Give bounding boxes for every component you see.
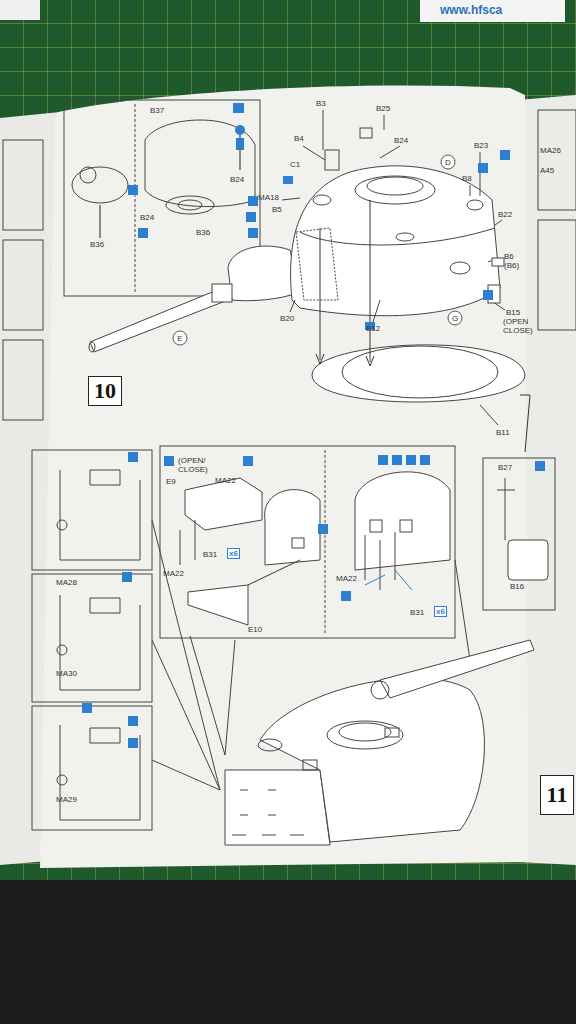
part-number: E9 [166, 477, 176, 486]
part-number: B25 [376, 104, 390, 113]
callout-letter: E [177, 334, 182, 343]
part-number: B24 [140, 213, 154, 222]
part-number: B31 [410, 608, 424, 617]
part-number: MA18 [258, 193, 279, 202]
part-number: B27 [498, 463, 512, 472]
part-number: B20 [280, 314, 294, 323]
step-number: 11 [540, 775, 574, 815]
part-number: B22 [498, 210, 512, 219]
part-number: B37 [150, 106, 164, 115]
part-number: MA28 [56, 578, 77, 587]
part-number: B5 [272, 205, 282, 214]
part-number: B15 [506, 308, 520, 317]
part-number: B6 [504, 252, 514, 261]
part-number: MA26 [540, 146, 561, 155]
part-number: B8 [462, 174, 472, 183]
part-number: (B6) [504, 261, 519, 270]
circle-callout: G [447, 310, 463, 326]
part-number: E10 [248, 625, 262, 634]
quantity-badge: x6 [434, 606, 447, 617]
part-number: B11 [496, 428, 510, 437]
circle-callout: E [172, 330, 188, 346]
part-number: B36 [90, 240, 104, 249]
part-number: MA29 [56, 795, 77, 804]
part-number: B3 [316, 99, 326, 108]
part-number: B36 [196, 228, 210, 237]
quantity-badge: x6 [227, 548, 240, 559]
part-number: B23 [474, 141, 488, 150]
callout-letter: G [452, 314, 458, 323]
part-number: MA22 [336, 574, 357, 583]
step-number-text: 11 [547, 782, 568, 808]
part-number: B16 [510, 582, 524, 591]
watermark-url: www.hfsca [440, 3, 502, 17]
callout-letter: D [445, 158, 451, 167]
part-number: (OPEN CLOSE) [503, 317, 533, 335]
part-number: B31 [203, 550, 217, 559]
step-number-text: 10 [94, 378, 116, 404]
part-number: A45 [540, 166, 554, 175]
part-number: MA22 [215, 476, 236, 485]
part-number: B24 [230, 175, 244, 184]
part-number: C1 [290, 160, 300, 169]
part-number: MA30 [56, 669, 77, 678]
part-number: MA22 [163, 569, 184, 578]
part-number: B12 [366, 324, 380, 333]
part-number: B4 [294, 134, 304, 143]
part-number: B24 [394, 136, 408, 145]
part-number: (OPEN/ CLOSE) [178, 456, 208, 474]
circle-callout: D [440, 154, 456, 170]
step-number: 10 [88, 376, 122, 406]
